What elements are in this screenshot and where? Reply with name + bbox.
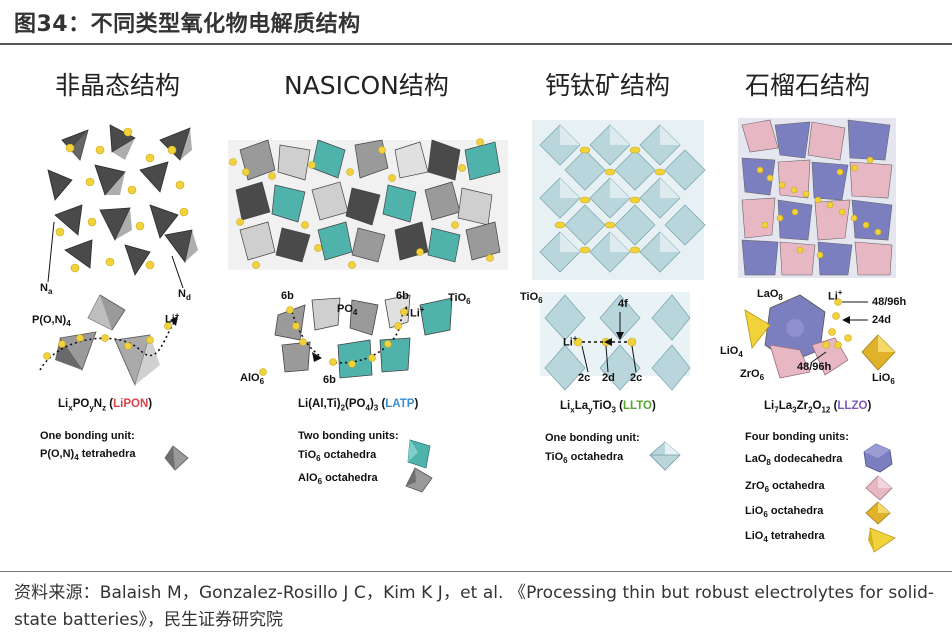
- pink-octahedron-icon: [865, 475, 893, 501]
- formula-latp: Li(Al,Ti)2(PO4)3 (LATP): [298, 398, 419, 413]
- top-rule: [0, 43, 952, 45]
- yellow-tetrahedron-icon: [868, 527, 896, 553]
- grey-tetrahedron-icon: [164, 445, 189, 471]
- bonding-item-lao8: LaO8 dodecahedra: [745, 453, 843, 468]
- grey-octahedron-icon: [405, 467, 433, 493]
- bonding-item-tio6-perovskite: TiO6 octahedra: [545, 451, 624, 466]
- label-lio6: LiO6: [872, 372, 895, 387]
- bonding-item-alo6-nasicon: AlO6 octahedra: [298, 472, 378, 487]
- figure-title: 图34：不同类型氧化物电解质结构: [14, 12, 361, 37]
- gold-octahedron-icon: [865, 501, 891, 525]
- bonding-item-tio6-nasicon: TiO6 octahedra: [298, 449, 377, 464]
- bonding-item-lio6: LiO6 octahedra: [745, 505, 824, 520]
- label-li-nasicon: Li+: [410, 305, 425, 320]
- formula-lipon: LixPOyNz (LiPON): [58, 398, 153, 413]
- bonding-item-zro6: ZrO6 octahedra: [745, 480, 825, 495]
- label-2d: 2d: [602, 372, 615, 384]
- label-na: Na: [40, 282, 53, 297]
- label-24d: 24d: [872, 314, 891, 326]
- panel-title-garnet: 石榴石结构: [745, 71, 871, 100]
- lightblue-octahedron-icon: [649, 441, 681, 471]
- purple-dodecahedron-icon: [863, 443, 893, 473]
- garnet-network: [738, 118, 896, 379]
- bonding-title-garnet: Four bonding units:: [745, 431, 849, 443]
- label-tio6-nasicon: TiO6: [448, 292, 471, 307]
- teal-octahedron-icon: [407, 439, 431, 469]
- bonding-title-amorphous: One bonding unit:: [40, 430, 135, 442]
- label-li-perovskite: Li+: [563, 334, 578, 349]
- formula-llzo: Li7La3Zr2O12 (LLZO): [764, 400, 872, 415]
- label-48-96h-bottom: 48/96h: [797, 361, 832, 373]
- label-lao8: LaO8: [757, 288, 783, 303]
- label-li-amorphous: Li+: [165, 311, 180, 326]
- label-nd: Nd: [178, 288, 191, 303]
- label-2c-1: 2c: [578, 372, 591, 384]
- label-2c-2: 2c: [630, 372, 643, 384]
- label-6b-3: 6b: [323, 374, 336, 386]
- label-4f: 4f: [618, 298, 628, 310]
- label-6b-2: 6b: [396, 290, 409, 302]
- label-lio4: LiO4: [720, 345, 743, 360]
- bonding-item-lio4: LiO4 tetrahedra: [745, 530, 825, 545]
- label-li-garnet: Li+: [828, 288, 843, 303]
- panel-title-nasicon: NASICON结构: [284, 71, 449, 100]
- bottom-rule: [0, 571, 952, 572]
- panel-title-perovskite: 钙钛矿结构: [545, 71, 671, 100]
- perovskite-network: [532, 120, 706, 391]
- label-6b-1: 6b: [281, 290, 294, 302]
- panel-title-amorphous: 非晶态结构: [55, 71, 181, 100]
- bonding-item-pon4: P(O,N)4 tetrahedra: [40, 448, 136, 463]
- nasicon-network: [228, 138, 508, 379]
- amorphous-network: [39, 124, 198, 387]
- formula-llto: LixLayTiO3 (LLTO): [560, 400, 656, 415]
- label-alo6-nasicon: AlO6: [240, 372, 265, 387]
- label-zro6: ZrO6: [740, 368, 765, 383]
- label-pon4: P(O,N)4: [32, 314, 71, 329]
- source-note: 资料来源：Balaish M，Gonzalez-Rosillo J C，Kim …: [14, 583, 934, 630]
- label-tio6-perovskite: TiO6: [520, 291, 543, 306]
- bonding-title-perovskite: One bonding unit:: [545, 432, 640, 444]
- bonding-title-nasicon: Two bonding units:: [298, 430, 399, 442]
- label-po4: PO4: [337, 303, 358, 318]
- label-48-96h-top: 48/96h: [872, 296, 907, 308]
